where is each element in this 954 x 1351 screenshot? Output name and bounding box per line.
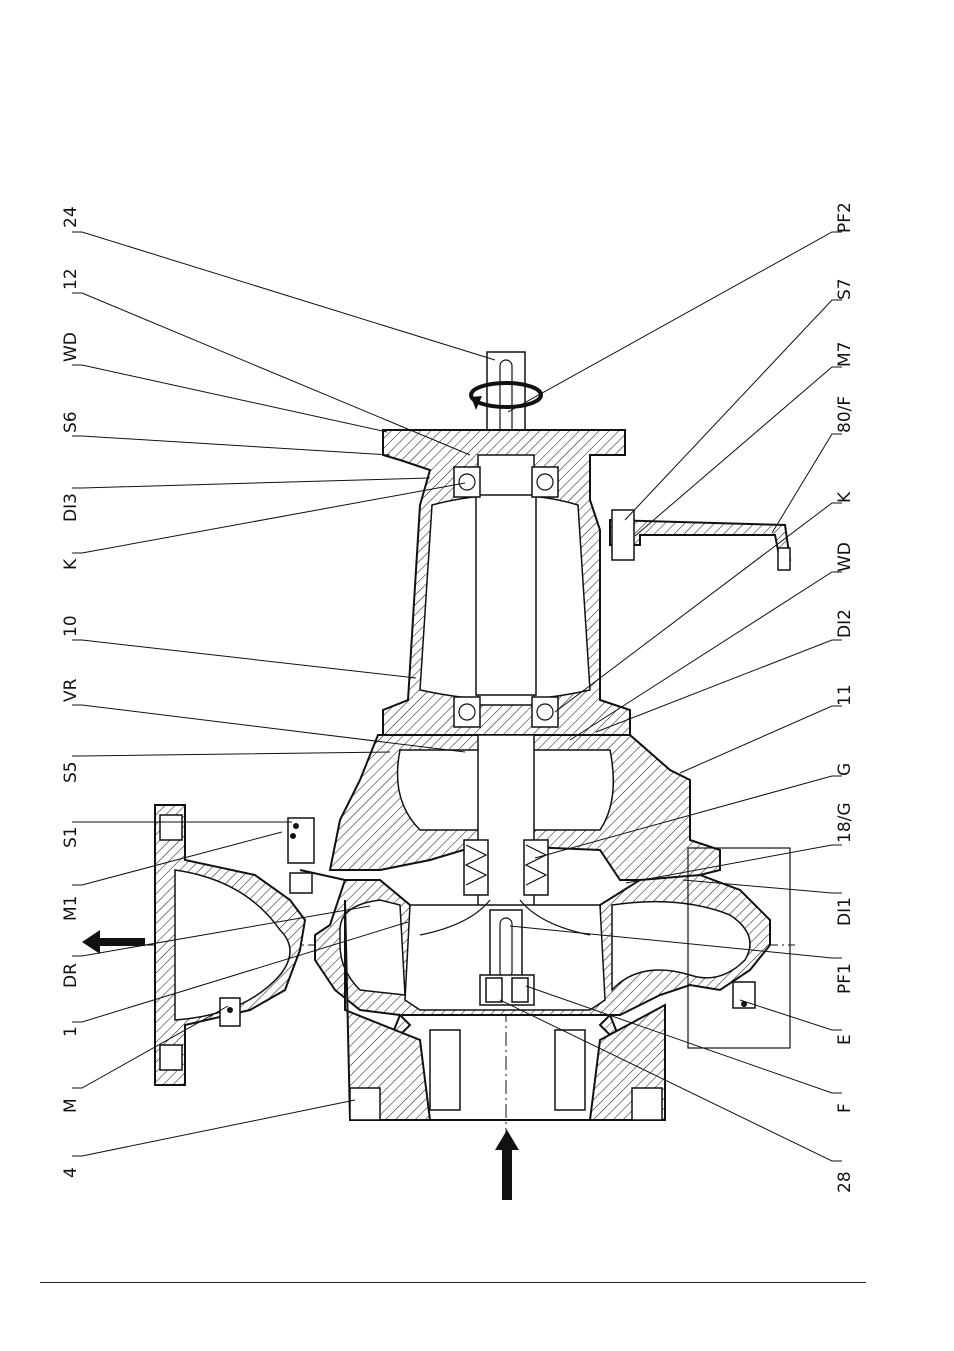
drain-plug-m [219, 997, 241, 1027]
label-wd: WD [61, 332, 81, 362]
leader-lines-left [72, 231, 496, 1157]
label-1: 1 [61, 1026, 81, 1037]
label-wd-right: WD [835, 542, 855, 572]
gauge-port [287, 817, 315, 894]
label-28: 28 [835, 1171, 855, 1193]
label-vr: VR [61, 678, 81, 702]
bearing-bracket [382, 429, 631, 736]
discharge-flange [154, 804, 307, 1086]
rotation-arrow-icon [469, 381, 543, 410]
label-g: G [835, 763, 855, 776]
label-dr: DR [61, 963, 81, 988]
label-pf1: PF1 [835, 963, 855, 994]
lower-bearing [453, 696, 559, 728]
label-10: 10 [61, 615, 81, 637]
discharge-arrow-icon [82, 930, 145, 954]
casing-cover [328, 734, 721, 936]
label-s5: S5 [61, 761, 81, 783]
footer-rule [40, 1282, 866, 1283]
label-k-right: K [835, 491, 855, 503]
drain-pipe [609, 509, 792, 571]
label-di1: DI1 [835, 897, 855, 926]
label-s7: S7 [835, 278, 855, 300]
label-pf2: PF2 [835, 202, 855, 233]
mechanical-seal [463, 839, 549, 896]
impeller [404, 899, 606, 1011]
label-e: E [835, 1034, 855, 1045]
suction-arrow-icon [495, 1130, 519, 1200]
labels-left: 24 12 WD S6 DI3 K 10 VR S5 S1 M1 DR 1 M … [61, 206, 81, 1178]
label-k: K [61, 558, 81, 570]
upper-bearing [453, 466, 559, 498]
suction-base [344, 899, 666, 1121]
labels-right: PF2 S7 M7 80/F K WD DI2 11 G 18/G DI1 PF… [835, 202, 855, 1193]
label-di3: DI3 [61, 493, 81, 522]
label-s6: S6 [61, 411, 81, 433]
label-24: 24 [61, 206, 81, 228]
label-m: M [61, 1098, 81, 1113]
label-80f: 80/F [835, 396, 855, 433]
label-18g: 18/G [835, 802, 855, 843]
leader-lines-right [499, 231, 842, 1162]
drain-plug-e [732, 981, 756, 1009]
label-4: 4 [61, 1167, 81, 1178]
label-s1: S1 [61, 826, 81, 848]
base-foot-plate [687, 847, 791, 1049]
label-di2: DI2 [835, 609, 855, 638]
label-12: 12 [61, 268, 81, 290]
label-f: F [835, 1103, 855, 1113]
label-11: 11 [835, 684, 855, 706]
label-m7: M7 [835, 342, 855, 367]
label-m1: M1 [61, 896, 81, 921]
